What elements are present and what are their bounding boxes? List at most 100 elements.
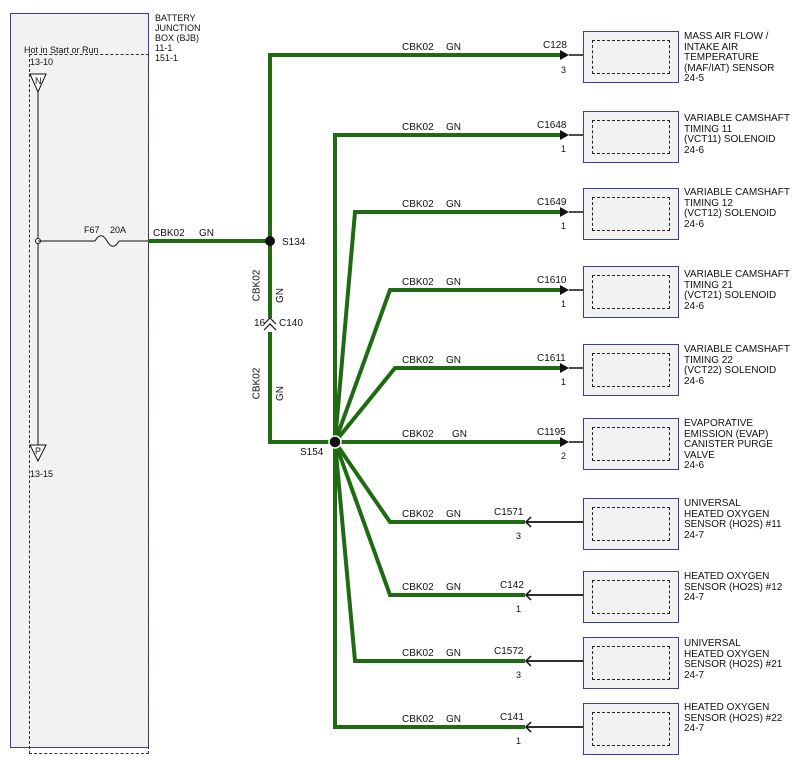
connector-label: C1648 <box>537 120 567 131</box>
connector-label: C1610 <box>537 275 567 286</box>
component-label-maf-iat: MASS AIR FLOW / INTAKE AIR TEMPERATURE (… <box>684 31 775 84</box>
branch-circuit: CBK02 <box>402 122 434 133</box>
component-label-vct21: VARIABLE CAMSHAFT TIMING 21 (VCT21) SOLE… <box>684 269 790 312</box>
component-box-ho2s-21 <box>583 637 679 689</box>
connector-label: C128 <box>543 40 567 51</box>
branch-color: GN <box>446 42 461 53</box>
main-wire-color: GN <box>199 228 214 239</box>
component-label-ho2s-12: HEATED OXYGEN SENSOR (HO2S) #12 24-7 <box>684 571 783 603</box>
pin-number: 1 <box>561 299 567 309</box>
component-box-vct12 <box>583 188 679 240</box>
component-box-vct22 <box>583 344 679 396</box>
branch-color: GN <box>446 582 461 593</box>
component-label-ho2s-21: UNIVERSAL HEATED OXYGEN SENSOR (HO2S) #2… <box>684 638 783 681</box>
branch-color: GN <box>446 199 461 210</box>
branch-color: GN <box>446 509 461 520</box>
connector-label: C1572 <box>494 646 524 657</box>
vertical-wire-lower <box>268 332 335 444</box>
splice-s154-dot <box>328 435 342 449</box>
component-box-ho2s-12 <box>583 571 679 623</box>
vertical-wire-upper-circuit: CBK02 <box>251 269 263 302</box>
splice-s134-dot <box>265 236 275 246</box>
vertical-wire-lower-circuit: CBK02 <box>251 367 263 400</box>
pin-number: 1 <box>561 377 567 387</box>
branch-wire-c1648 <box>333 133 560 442</box>
bjb-title-line-1: BATTERY <box>155 13 196 23</box>
connector-label: C1611 <box>537 353 566 364</box>
branch-circuit: CBK02 <box>402 429 434 440</box>
branch-color: GN <box>452 429 467 440</box>
component-box-vct11 <box>583 111 679 163</box>
pin-p-label: P <box>35 446 42 456</box>
branch-wire-c1611 <box>333 366 560 444</box>
component-box-ho2s-11 <box>583 498 679 550</box>
component-label-ho2s-22: HEATED OXYGEN SENSOR (HO2S) #22 24-7 <box>684 702 783 734</box>
connector-label: C142 <box>500 580 524 591</box>
fuse-name: F67 <box>84 225 100 235</box>
vertical-wire-upper-color: GN <box>275 288 286 303</box>
c1195-connector-icon <box>560 437 569 447</box>
connector-label: C1649 <box>537 197 567 208</box>
branch-wire-c141 <box>333 442 525 729</box>
battery-junction-box <box>10 13 149 754</box>
connector-label: C1195 <box>537 427 566 438</box>
fuse-rating: 20A <box>110 225 127 235</box>
component-label-vct12: VARIABLE CAMSHAFT TIMING 12 (VCT12) SOLE… <box>684 187 790 230</box>
component-label-ho2s-11: UNIVERSAL HEATED OXYGEN SENSOR (HO2S) #1… <box>684 498 782 541</box>
c1610-connector-icon <box>560 285 569 295</box>
branch-wire-c128 <box>268 53 560 241</box>
pin-number: 1 <box>516 736 522 746</box>
hot-in-start-or-run-label: Hot in Start or Run <box>24 45 99 55</box>
pin-number: 1 <box>516 604 522 614</box>
fuse-icon <box>94 235 120 247</box>
branch-circuit: CBK02 <box>402 42 434 53</box>
bjb-title-line-4: 11-1 <box>155 43 173 53</box>
pin-number: 3 <box>516 531 522 541</box>
branch-wire-c1649 <box>333 210 560 443</box>
vertical-wire-lower-color: GN <box>275 386 286 401</box>
branch-circuit: CBK02 <box>402 355 434 366</box>
component-box-evap <box>583 418 679 470</box>
component-label-vct22: VARIABLE CAMSHAFT TIMING 22 (VCT22) SOLE… <box>684 344 790 387</box>
bjb-title-line-3: BOX (BJB) <box>155 33 200 43</box>
pin-number: 3 <box>516 670 522 680</box>
c140-connector-icon <box>263 317 277 325</box>
bottom-page-ref: 13-15 <box>30 469 54 479</box>
pin-n-connector-icon <box>29 73 47 94</box>
pin-number: 1 <box>561 221 567 231</box>
pin-number: 3 <box>561 65 567 75</box>
pin-number: 2 <box>561 451 567 461</box>
splice-s154-label: S154 <box>300 447 324 458</box>
component-label-evap: EVAPORATIVE EMISSION (EVAP) CANISTER PUR… <box>684 418 773 471</box>
c128-connector-icon <box>560 50 569 60</box>
c140-pin: 16 <box>254 318 266 329</box>
branch-color: GN <box>446 277 461 288</box>
branch-circuit: CBK02 <box>402 277 434 288</box>
bjb-inner-outline <box>29 54 149 754</box>
component-box-ho2s-22 <box>583 703 679 755</box>
bjb-title-line-2: JUNCTION <box>155 23 201 33</box>
pin-p-connector-icon <box>29 444 47 463</box>
branch-color: GN <box>446 714 461 725</box>
splice-s134-label: S134 <box>282 237 306 248</box>
branch-circuit: CBK02 <box>402 648 434 659</box>
branch-color: GN <box>446 648 461 659</box>
branch-color: GN <box>446 355 461 366</box>
pin-n-label: N <box>35 76 42 86</box>
branch-circuit: CBK02 <box>402 714 434 725</box>
branch-circuit: CBK02 <box>402 199 434 210</box>
component-label-vct11: VARIABLE CAMSHAFT TIMING 11 (VCT11) SOLE… <box>684 113 790 156</box>
c1648-connector-icon <box>560 130 569 140</box>
c140-label: C140 <box>279 318 303 329</box>
component-box-maf-iat <box>583 31 679 83</box>
bjb-title-line-5: 151-1 <box>155 53 179 63</box>
pin-number: 1 <box>561 144 567 154</box>
c1611-connector-icon <box>560 363 569 373</box>
branch-wire-c142 <box>333 441 525 597</box>
branch-color: GN <box>446 122 461 133</box>
branch-circuit: CBK02 <box>402 582 434 593</box>
c1649-connector-icon <box>560 207 569 217</box>
connector-label: C141 <box>500 712 524 723</box>
